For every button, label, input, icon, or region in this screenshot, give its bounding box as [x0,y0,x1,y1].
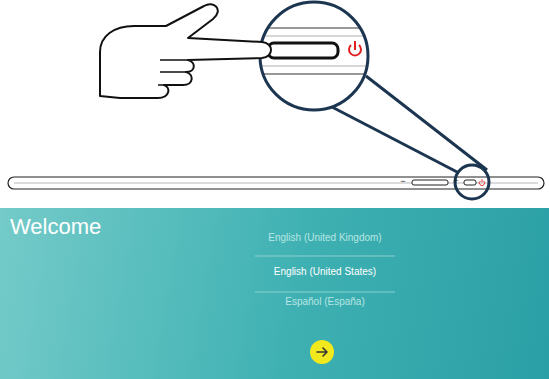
magnifier-ground [260,2,368,110]
volume-button [412,180,448,185]
magnifier-leader [332,107,459,173]
tablet-seam [14,183,538,184]
screen-title: Welcome [10,214,101,240]
list-separator [255,256,395,257]
language-option: Español (España) [285,296,365,308]
magnifier-leader [366,76,487,170]
detail-circle [455,165,489,199]
finger-creases [158,60,188,85]
welcome-screen: WelcomeEnglish (United Kingdom) English (… [0,208,549,379]
power-button [464,180,476,185]
volume-sign: + [453,176,458,187]
magnifier-circle [260,2,368,110]
power-symbol [479,179,484,185]
next-button [310,340,334,364]
volume-sign: − [400,176,405,187]
language-option: English (United Kingdom) [268,232,381,244]
tablet-edge [8,177,544,189]
pointing-hand [100,4,271,98]
language-option: English (United States) [274,266,376,278]
list-separator [255,292,395,293]
